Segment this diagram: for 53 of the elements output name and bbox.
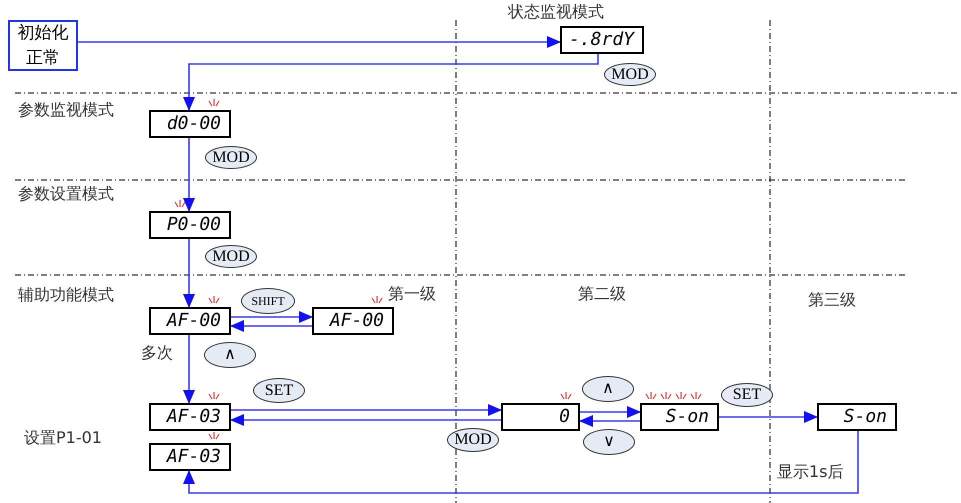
arrow xyxy=(78,36,561,48)
key-label: SHIFT xyxy=(241,288,295,314)
arrow xyxy=(580,406,641,418)
display-panel xyxy=(312,307,394,335)
arrow xyxy=(183,431,859,494)
display-panel xyxy=(149,307,231,335)
display-readout: AF-00 xyxy=(330,312,384,330)
level-heading: 第二级 xyxy=(578,284,626,305)
mode-label: 参数监视模式 xyxy=(18,100,114,121)
key-label: ∧ xyxy=(582,376,634,402)
level-heading: 第三级 xyxy=(808,290,856,311)
display-readout: AF-03 xyxy=(166,408,221,426)
arrow xyxy=(719,411,818,423)
display-panel xyxy=(817,403,897,431)
arrow xyxy=(230,414,501,426)
display-panel xyxy=(640,403,719,431)
key-label: ∧ xyxy=(204,342,256,368)
mode-label: 多次 xyxy=(141,343,173,364)
level-heading: 第一级 xyxy=(388,284,436,305)
display-readout: P0-00 xyxy=(166,216,221,234)
display-panel xyxy=(149,211,231,239)
arrow xyxy=(183,54,599,111)
display-readout: 0 xyxy=(559,408,570,426)
key-label: ∨ xyxy=(583,429,635,455)
key-label: MOD xyxy=(604,63,656,86)
key-label: MOD xyxy=(447,428,499,452)
mode-label: 设置P1-01 xyxy=(24,428,102,449)
arrow xyxy=(183,239,195,308)
display-readout: S-on xyxy=(666,408,709,426)
key-label: MOD xyxy=(205,146,257,169)
arrow xyxy=(579,415,640,427)
process-box: 初始化正常 xyxy=(8,20,78,71)
display-panel xyxy=(501,403,580,431)
mode-label: 辅助功能模式 xyxy=(18,285,114,306)
arrow xyxy=(183,335,195,404)
display-readout: -.8rdY xyxy=(568,31,634,49)
mode-label: 参数设置模式 xyxy=(18,184,114,205)
display-panel xyxy=(560,26,644,54)
key-label: SET xyxy=(253,378,305,403)
display-panel xyxy=(149,403,231,431)
arrow xyxy=(231,311,313,323)
arrow xyxy=(183,138,195,212)
display-readout: AF-00 xyxy=(166,312,221,330)
arrow xyxy=(231,404,502,416)
key-label: SET xyxy=(721,383,773,407)
display-panel xyxy=(149,110,231,138)
display-readout: d0-00 xyxy=(166,115,221,133)
display-readout: AF-03 xyxy=(166,448,221,466)
arrow xyxy=(230,320,312,332)
display-readout: S-on xyxy=(844,408,887,426)
key-label: MOD xyxy=(205,245,257,268)
mode-label: 状态监视模式 xyxy=(508,2,604,23)
display-panel xyxy=(149,443,231,471)
